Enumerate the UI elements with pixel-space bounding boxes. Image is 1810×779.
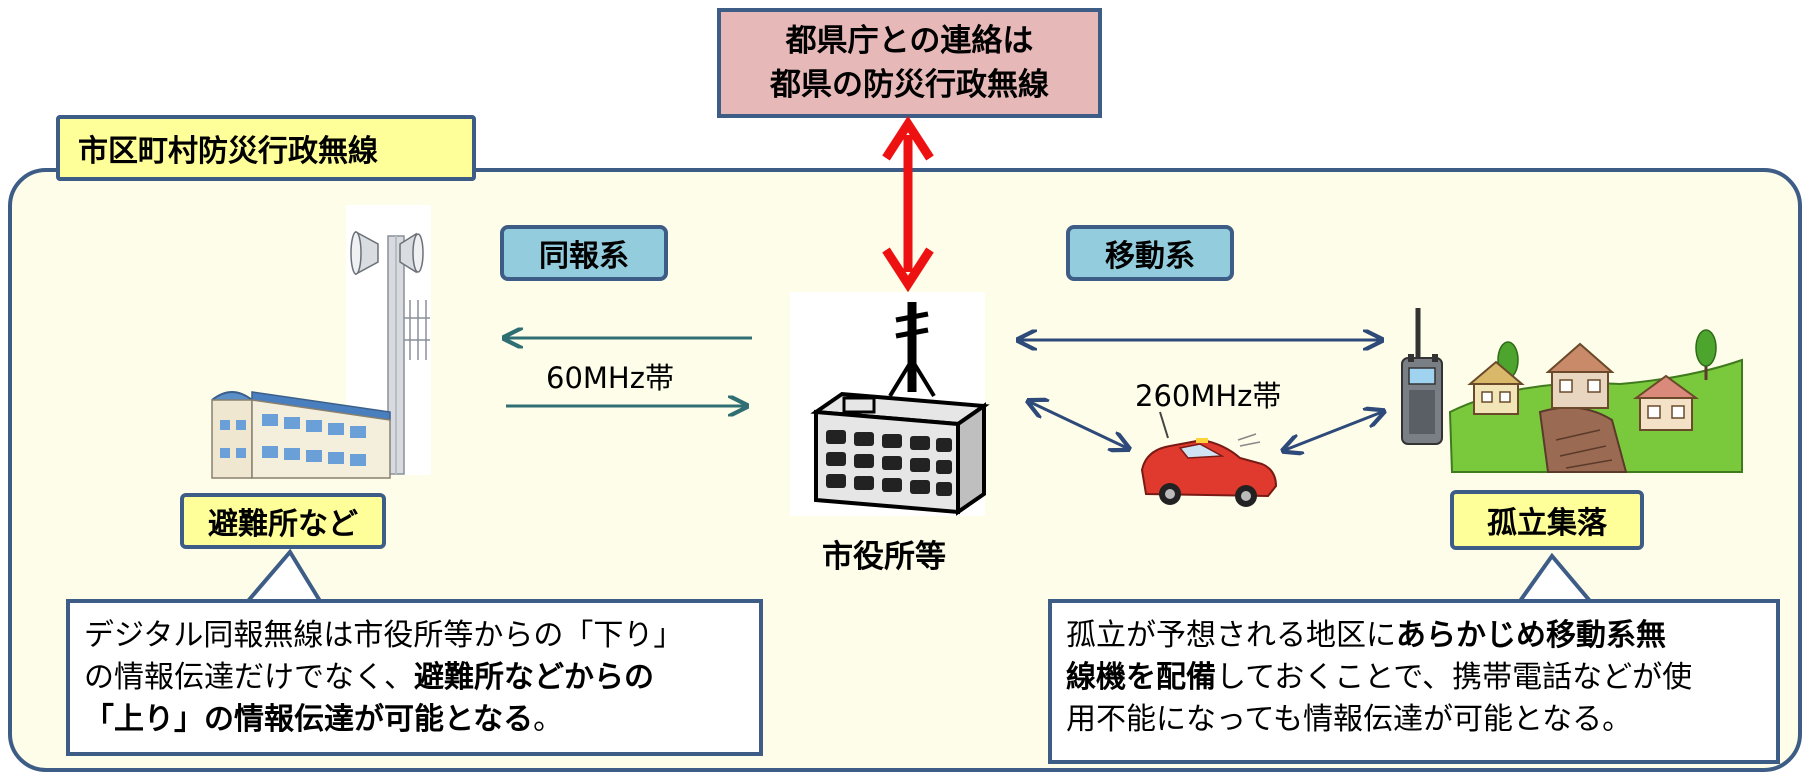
isolated-village-label: 孤立集落 — [1450, 490, 1644, 550]
diagram-title-tag: 市区町村防災行政無線 — [56, 115, 476, 181]
city-hall-label: 市役所等 — [822, 539, 946, 575]
walkie-talkie-icon — [1401, 308, 1443, 445]
broadcast-frequency-label: 60MHz帯 — [546, 361, 674, 395]
prefecture-link-arrow — [882, 115, 934, 293]
isolated-note-box: 孤立が予想される地区にあらかじめ移動系無 線機を配備しておくことで、携帯電話など… — [1048, 599, 1780, 764]
isolated-note-bold-1: あらかじめ移動系無 — [1396, 618, 1666, 653]
car-radio-arrow — [1285, 412, 1382, 450]
shelter-note-bold-1: 避難所などからの — [414, 660, 654, 695]
isolated-note-bold-2: 線機を配備 — [1066, 660, 1216, 695]
mobile-frequency-label: 260MHz帯 — [1135, 379, 1282, 413]
right-callout-pointer — [1518, 552, 1592, 603]
prefecture-link-box: 都県庁との連絡は 都県の防災行政無線 — [717, 8, 1102, 118]
shelter-note-box: デジタル同報無線は市役所等からの「下り」 の情報伝達だけでなく、避難所などからの… — [66, 599, 763, 756]
isolated-note-text-2: しておくことで、携帯電話などが使 — [1216, 660, 1693, 695]
school-building-icon — [211, 391, 391, 479]
prefecture-link-line2: 都県の防災行政無線 — [770, 67, 1049, 103]
mobile-system-label: 移動系 — [1066, 225, 1234, 281]
shelter-note-text-2: の情報伝達だけでなく、 — [84, 660, 414, 695]
isolated-note-text-1: 孤立が予想される地区に — [1066, 618, 1396, 653]
isolated-note-text-3: 用不能になっても情報伝達が可能となる。 — [1066, 702, 1633, 737]
city-hall-antenna-icon — [790, 292, 990, 516]
shelter-note-bold-2: 「上り」の情報伝達が可能となる — [84, 702, 534, 737]
shelter-note-text-3: 。 — [533, 702, 564, 737]
patrol-car-icon — [1140, 411, 1278, 507]
cityhall-car-arrow — [1030, 402, 1127, 448]
broadcast-system-label: 同報系 — [500, 225, 668, 281]
prefecture-link-line1: 都県庁との連絡は — [785, 23, 1034, 59]
shelter-note-text-1: デジタル同報無線は市役所等からの「下り」 — [84, 618, 684, 653]
left-callout-pointer — [246, 548, 322, 603]
village-houses-icon — [1448, 329, 1743, 473]
shelter-label: 避難所など — [180, 493, 386, 549]
